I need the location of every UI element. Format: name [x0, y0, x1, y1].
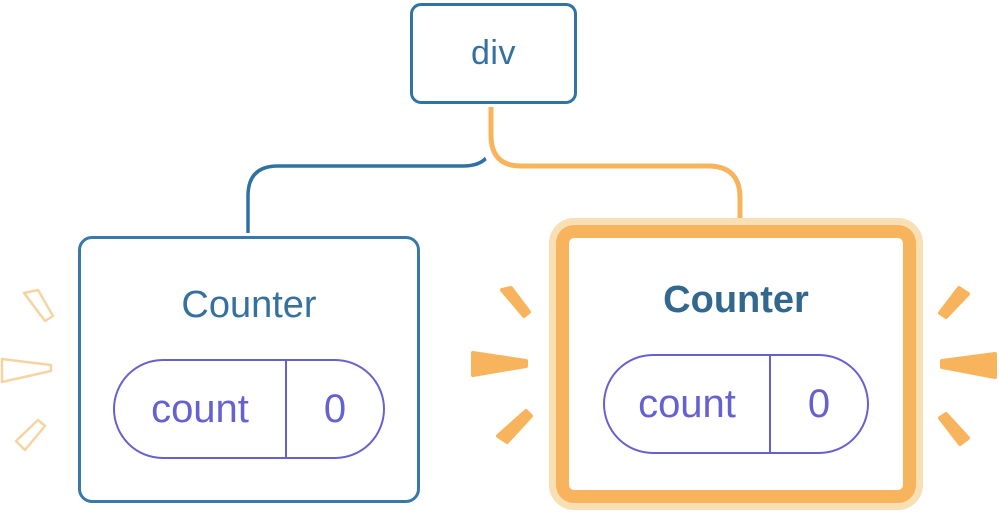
burst-white-middle-icon — [0, 357, 53, 384]
state-value: 0 — [323, 386, 347, 431]
state-pill: count 0 — [603, 354, 869, 454]
state-value: 0 — [807, 381, 831, 426]
burst-white-bottom-icon — [14, 418, 47, 452]
burst-orange-top-left-icon — [500, 286, 531, 318]
burst-orange-middle-right-icon — [940, 352, 997, 379]
burst-group-right-card-right — [938, 286, 997, 446]
state-pill: count 0 — [113, 359, 385, 459]
connector-right-line — [488, 103, 743, 224]
burst-orange-top-right-icon — [938, 286, 970, 319]
root-div-label: div — [471, 34, 516, 72]
burst-group-left-card — [0, 288, 55, 452]
counter-title: Counter — [181, 284, 317, 326]
burst-orange-middle-left-icon — [471, 351, 528, 377]
burst-white-top-icon — [22, 288, 55, 323]
counter-card-right-highlighted: Counter count 0 — [556, 225, 916, 503]
counter-title: Counter — [663, 279, 809, 321]
burst-group-right-card-left — [471, 286, 533, 444]
state-key: count — [115, 361, 287, 457]
state-key: count — [605, 356, 771, 452]
counter-card-left: Counter count 0 — [78, 236, 420, 503]
burst-orange-bottom-left-icon — [496, 409, 533, 444]
root-div-node: div — [410, 3, 577, 104]
burst-orange-bottom-right-icon — [938, 412, 970, 446]
